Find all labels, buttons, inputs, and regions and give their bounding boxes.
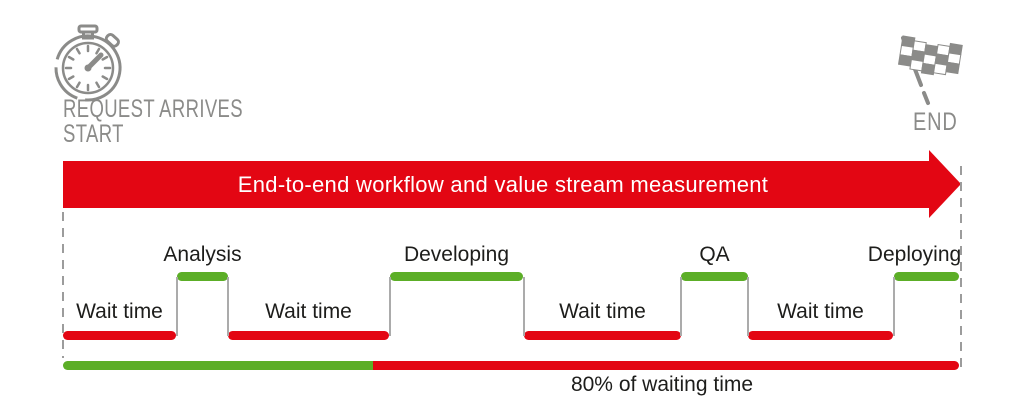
- segment-label-deploying-7: Deploying: [867, 243, 962, 266]
- step-connector: [227, 277, 229, 336]
- segment-qa-5: [681, 272, 748, 281]
- stopwatch-icon: [50, 22, 140, 115]
- start-text: START: [63, 120, 124, 148]
- segment-wait-time-4: [524, 331, 681, 340]
- step-connector: [893, 277, 895, 336]
- workflow-arrow-label: End-to-end workflow and value stream mea…: [237, 171, 769, 197]
- segment-analysis-1: [177, 272, 228, 281]
- segment-label-wait-time-0: Wait time: [76, 300, 163, 323]
- workflow-arrow-head: [929, 150, 961, 218]
- step-connector: [389, 277, 391, 336]
- end-text: END: [913, 108, 958, 136]
- segment-wait-time-0: [63, 331, 176, 340]
- request-arrives-text: REQUEST ARRIVES: [63, 95, 243, 123]
- segment-label-wait-time-4: Wait time: [559, 300, 646, 323]
- segment-deploying-7: [894, 272, 959, 281]
- start-caption: REQUEST ARRIVES START: [63, 97, 243, 147]
- step-connector: [523, 277, 525, 336]
- end-boundary-dashed-line: [960, 166, 962, 372]
- step-connector: [680, 277, 682, 336]
- segment-label-developing-3: Developing: [403, 243, 510, 266]
- segment-developing-3: [390, 272, 523, 281]
- step-connector: [747, 277, 749, 336]
- segment-label-wait-time-2: Wait time: [265, 300, 352, 323]
- summary-red-bar: [373, 361, 959, 370]
- segment-label-wait-time-6: Wait time: [777, 300, 864, 323]
- workflow-arrow: [63, 161, 929, 208]
- segment-wait-time-6: [748, 331, 893, 340]
- summary-green-bar: [63, 361, 373, 370]
- segment-label-qa-5: QA: [699, 243, 730, 266]
- checkered-flag-icon: [880, 28, 972, 117]
- start-boundary-dashed-line: [62, 212, 64, 358]
- step-connector: [176, 277, 178, 336]
- summary-label: 80% of waiting time: [570, 373, 754, 396]
- segment-label-analysis-1: Analysis: [163, 243, 242, 266]
- segment-wait-time-2: [228, 331, 389, 340]
